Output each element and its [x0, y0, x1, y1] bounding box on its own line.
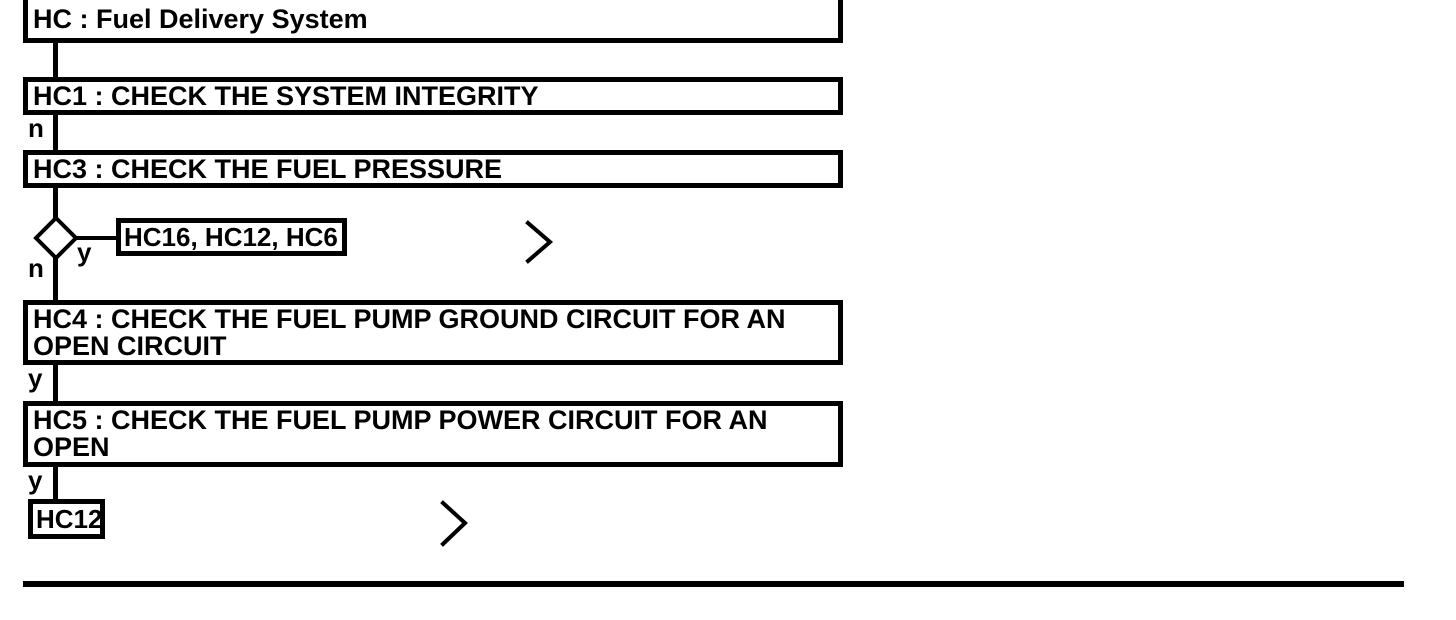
branch-label-decision-yes: y — [77, 237, 92, 267]
node-hc3-label: HC3 : CHECK THE FUEL PRESSURE — [33, 153, 503, 184]
node-hc5[interactable]: HC5 : CHECK THE FUEL PUMP POWER CIRCUIT … — [23, 401, 843, 467]
node-hc1-label: HC1 : CHECK THE SYSTEM INTEGRITY — [33, 80, 539, 111]
branch-label-hc4-yes: y — [28, 363, 43, 393]
node-refs-label: HC16, HC12, HC6 — [124, 221, 338, 252]
footer-rule — [23, 581, 1404, 587]
branch-label-hc5-yes: y — [28, 465, 43, 495]
connector-hc4-to-hc5 — [53, 365, 58, 401]
node-hc-root[interactable]: HC : Fuel Delivery System — [23, 0, 843, 43]
connector-hc1-to-hc3 — [53, 115, 58, 150]
node-hc1[interactable]: HC1 : CHECK THE SYSTEM INTEGRITY — [23, 77, 843, 115]
node-hc3[interactable]: HC3 : CHECK THE FUEL PRESSURE — [23, 150, 843, 188]
continue-chevron-icon[interactable] — [438, 498, 472, 550]
node-hc4-line2: OPEN CIRCUIT — [33, 331, 227, 361]
node-refs-hc16-hc12-hc6[interactable]: HC16, HC12, HC6 — [116, 218, 347, 256]
node-hc12-label: HC12 — [36, 503, 103, 534]
connector-decision-yes — [74, 236, 118, 240]
branch-label-hc1-no: n — [28, 113, 44, 143]
connector-hc3-to-decision — [53, 188, 58, 218]
node-hc4-line1: HC4 : CHECK THE FUEL PUMP GROUND CIRCUIT… — [33, 304, 786, 334]
connector-hc5-to-hc12 — [53, 467, 58, 499]
node-hc5-line2: OPEN — [33, 432, 110, 462]
node-hc4[interactable]: HC4 : CHECK THE FUEL PUMP GROUND CIRCUIT… — [23, 300, 843, 365]
connector-hc-to-hc1 — [53, 43, 58, 77]
node-hc12[interactable]: HC12 — [28, 499, 105, 539]
branch-label-decision-no: n — [28, 253, 44, 283]
node-hc5-line1: HC5 : CHECK THE FUEL PUMP POWER CIRCUIT … — [33, 405, 768, 435]
connector-decision-to-hc4 — [53, 256, 58, 300]
node-hc-root-label: HC : Fuel Delivery System — [33, 3, 368, 34]
continue-chevron-icon[interactable] — [523, 217, 557, 267]
